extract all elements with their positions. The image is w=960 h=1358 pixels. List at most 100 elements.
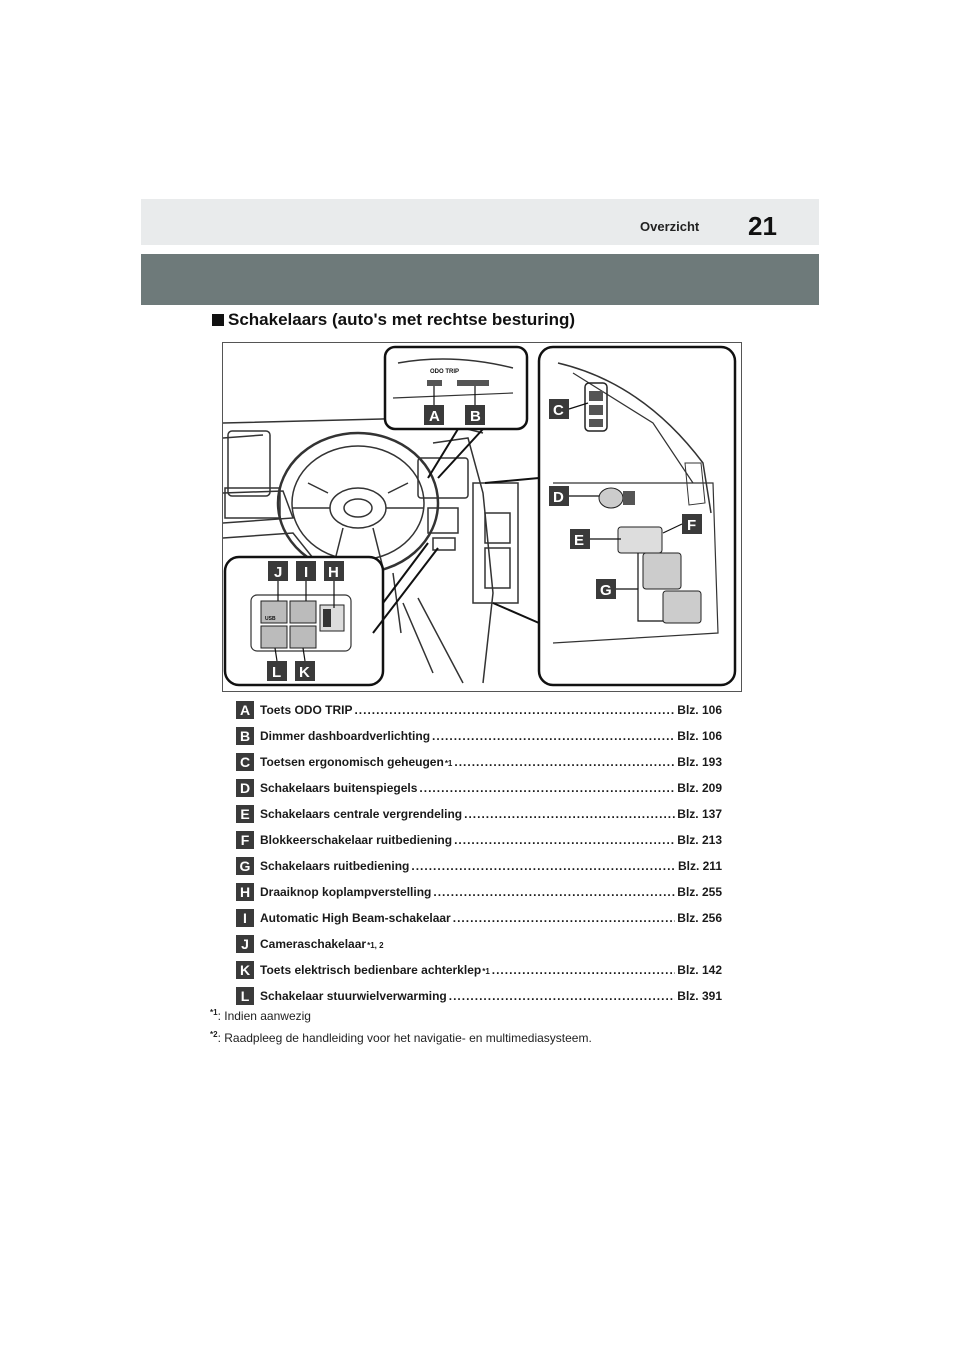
legend-footnote-mark: *1 (445, 759, 453, 768)
header-band (141, 199, 819, 245)
legend-item: C Toetsen ergonomisch geheugen*1 Blz. 193 (236, 749, 722, 775)
legend-text: Schakelaars centrale vergrendeling Blz. 1… (260, 807, 722, 821)
legend-letter: C (236, 753, 254, 771)
legend-item: F Blokkeerschakelaar ruitbediening Blz. 21… (236, 827, 722, 853)
svg-text:J: J (274, 564, 282, 581)
page-reference: Blz. 256 (677, 911, 722, 925)
legend-letter: E (236, 805, 254, 823)
page-reference: Blz. 209 (677, 781, 722, 795)
legend-item: D Schakelaars buitenspiegels Blz. 209 (236, 775, 722, 801)
legend-item: K Toets elektrisch bedienbare achterklep*… (236, 957, 722, 983)
legend-letter: F (236, 831, 254, 849)
page-reference: Blz. 213 (677, 833, 722, 847)
legend-item: E Schakelaars centrale vergrendeling Blz. … (236, 801, 722, 827)
svg-text:L: L (272, 664, 281, 681)
footnote-1-text: : Indien aanwezig (218, 1009, 311, 1023)
leader-dots (419, 781, 675, 795)
leader-dots (454, 755, 675, 769)
svg-text:D: D (553, 489, 564, 506)
legend-description: Draaiknop koplampverstelling (260, 885, 431, 899)
page-reference: Blz. 106 (677, 703, 722, 717)
legend-description: Schakelaar stuurwielverwarming (260, 989, 447, 1003)
legend-item: I Automatic High Beam-schakelaar Blz. 256 (236, 905, 722, 931)
legend-description: Toets elektrisch bedienbare achterklep (260, 963, 481, 977)
usb-print: USB (265, 616, 276, 622)
legend-item: H Draaiknop koplampverstelling Blz. 255 (236, 879, 722, 905)
leader-dots (454, 833, 675, 847)
svg-text:I: I (304, 564, 308, 581)
legend-text: Dimmer dashboardverlichting Blz. 106 (260, 729, 722, 743)
leader-dots (449, 989, 676, 1003)
legend-letter: B (236, 727, 254, 745)
legend-description: Toetsen ergonomisch geheugen (260, 755, 444, 769)
legend-text: Schakelaars buitenspiegels Blz. 209 (260, 781, 722, 795)
legend-description: Automatic High Beam-schakelaar (260, 911, 451, 925)
legend-text: Toets ODO TRIP Blz. 106 (260, 703, 722, 717)
legend-item: L Schakelaar stuurwielverwarming Blz. 391 (236, 983, 722, 1009)
legend-text: Toets elektrisch bedienbare achterklep*1… (260, 963, 722, 977)
square-bullet-icon (212, 314, 224, 326)
inset-lower-switches: USB J I H L K (225, 543, 438, 685)
svg-text:A: A (429, 408, 440, 425)
legend-letter: K (236, 961, 254, 979)
legend-text: Schakelaar stuurwielverwarming Blz. 391 (260, 989, 722, 1003)
legend-letter: D (236, 779, 254, 797)
legend-text: Blokkeerschakelaar ruitbediening Blz. 213 (260, 833, 722, 847)
legend-letter: G (236, 857, 254, 875)
legend-footnote-mark: *1, 2 (367, 941, 383, 950)
page-reference: Blz. 137 (677, 807, 722, 821)
page-number: 21 (748, 211, 777, 242)
page-reference: Blz. 255 (677, 885, 722, 899)
leader-dots (492, 963, 676, 977)
legend-text: Toetsen ergonomisch geheugen*1 Blz. 193 (260, 755, 722, 769)
leader-dots (464, 807, 675, 821)
svg-text:G: G (600, 582, 612, 599)
legend-description: Blokkeerschakelaar ruitbediening (260, 833, 452, 847)
section-heading-text: Schakelaars (auto's met rechtse besturin… (228, 310, 575, 329)
odo-trip-print: ODO TRIP (430, 369, 459, 375)
legend-letter: L (236, 987, 254, 1005)
page-reference: Blz. 106 (677, 729, 722, 743)
legend-letter: A (236, 701, 254, 719)
svg-text:H: H (328, 564, 339, 581)
page-reference: Blz. 391 (677, 989, 722, 1003)
legend-text: Cameraschakelaar*1, 2 (260, 937, 722, 951)
legend-description: Dimmer dashboardverlichting (260, 729, 430, 743)
legend-item: B Dimmer dashboardverlichting Blz. 106 (236, 723, 722, 749)
leader-dots (432, 729, 675, 743)
legend-text: Automatic High Beam-schakelaar Blz. 256 (260, 911, 722, 925)
legend-text: Schakelaars ruitbediening Blz. 211 (260, 859, 722, 873)
legend-text: Draaiknop koplampverstelling Blz. 255 (260, 885, 722, 899)
svg-text:C: C (553, 402, 564, 419)
legend-description: Schakelaars ruitbediening (260, 859, 409, 873)
legend-description: Schakelaars buitenspiegels (260, 781, 417, 795)
inset-odo-trip: ODO TRIP A B (385, 347, 527, 478)
legend-description: Toets ODO TRIP (260, 703, 352, 717)
leader-dots (411, 859, 676, 873)
leader-dots (354, 703, 675, 717)
svg-text:F: F (687, 517, 696, 534)
legend-description: Schakelaars centrale vergrendeling (260, 807, 462, 821)
svg-text:E: E (574, 532, 584, 549)
legend-footnote-mark: *1 (482, 967, 490, 976)
svg-text:K: K (299, 664, 310, 681)
legend-letter: I (236, 909, 254, 927)
cockpit-illustration: ODO TRIP A B (223, 343, 741, 691)
legend-item: J Cameraschakelaar*1, 2 (236, 931, 722, 957)
switches-figure: ODO TRIP A B (222, 342, 742, 692)
footnote-1: *1: Indien aanwezig (210, 1008, 311, 1023)
page-reference: Blz. 211 (678, 859, 722, 873)
legend-item: G Schakelaars ruitbediening Blz. 211 (236, 853, 722, 879)
leader-dots (453, 911, 676, 925)
leader-dots (433, 885, 675, 899)
section-title: Overzicht (640, 219, 699, 234)
footnote-2-mark: *2 (210, 1030, 218, 1039)
svg-text:B: B (470, 408, 481, 425)
chapter-band (141, 254, 819, 305)
section-heading: Schakelaars (auto's met rechtse besturin… (212, 310, 575, 330)
legend-description: Cameraschakelaar (260, 937, 366, 951)
legend-item: A Toets ODO TRIP Blz. 106 (236, 697, 722, 723)
legend-letter: J (236, 935, 254, 953)
page-reference: Blz. 193 (677, 755, 722, 769)
legend-letter: H (236, 883, 254, 901)
